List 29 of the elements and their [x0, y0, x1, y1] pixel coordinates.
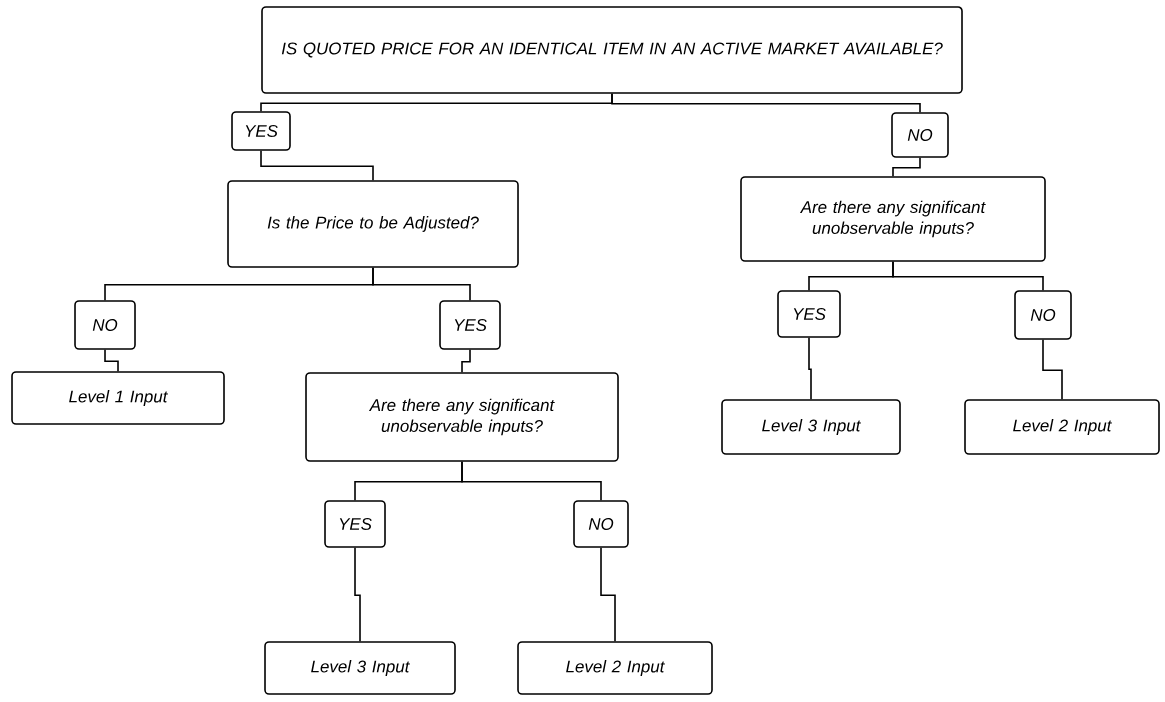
decision-box: YES	[231, 111, 291, 151]
decision-box: YES	[777, 290, 841, 338]
decision-box: NO	[891, 112, 949, 158]
decision-box: Level 3 Input	[721, 399, 901, 455]
connector-line	[611, 93, 921, 113]
connector-line	[461, 349, 471, 373]
connector-line	[104, 349, 119, 372]
decision-box: IS QUOTED PRICE FOR AN IDENTICAL ITEM IN AN ACTIVE MARKET AVAILABLE?	[261, 6, 963, 94]
decision-box: NO	[573, 500, 629, 548]
connector-line	[808, 337, 812, 400]
decision-box: Is the Price to be Adjusted?	[227, 180, 519, 268]
decision-box: Level 3 Input	[264, 641, 456, 695]
connector-line	[1042, 339, 1063, 400]
connector-line	[260, 150, 374, 181]
decision-box: YES	[324, 500, 386, 548]
connector-line	[354, 547, 361, 642]
decision-box: Are there any significant unobservable inputs?	[305, 372, 619, 462]
decision-box: YES	[439, 300, 501, 350]
decision-box: Level 2 Input	[517, 641, 713, 695]
decision-box: Are there any significant unobservable inputs?	[740, 176, 1046, 262]
connector-line	[892, 261, 1044, 291]
decision-box: Level 2 Input	[964, 399, 1160, 455]
connector-line	[892, 157, 921, 177]
decision-box: NO	[74, 300, 136, 350]
connector-line	[461, 461, 602, 501]
connector-line	[372, 267, 471, 301]
connector-line	[600, 547, 616, 642]
decision-box: NO	[1014, 290, 1072, 340]
decision-box: Level 1 Input	[11, 371, 225, 425]
